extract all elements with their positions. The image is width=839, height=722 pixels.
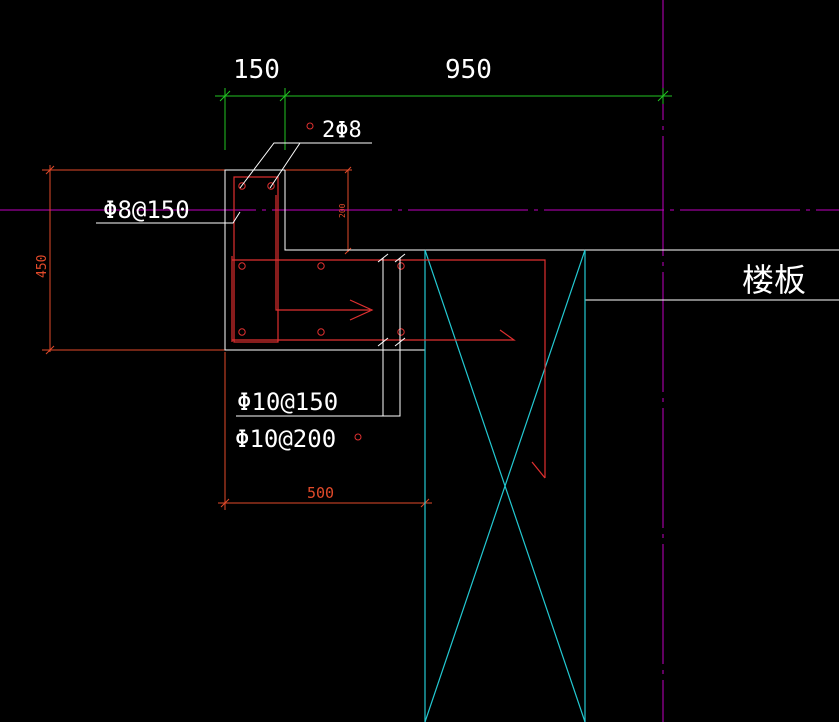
rebar-dots [238,122,405,441]
slab-label: 楼板 [742,261,806,299]
inner-dimension [284,166,352,255]
left-dimension [42,165,228,355]
dim-500-label: 500 [307,484,334,502]
dim-950-label: 950 [445,55,492,85]
top-dimension [215,88,672,150]
dim-200-label: 200 [338,203,347,218]
stirrup-label: Φ8@150 [103,196,190,224]
rebar-lines [231,176,546,479]
bar-a-label: Φ10@150 [237,388,338,416]
dim-450-label: 450 [35,255,50,278]
bar-b-label: Φ10@200 [235,425,336,453]
beam-outline [224,169,839,351]
dim-150-label: 150 [233,55,280,85]
column [424,249,586,722]
top-bar-label: 2Φ8 [322,118,362,143]
leader-lines [96,142,406,417]
